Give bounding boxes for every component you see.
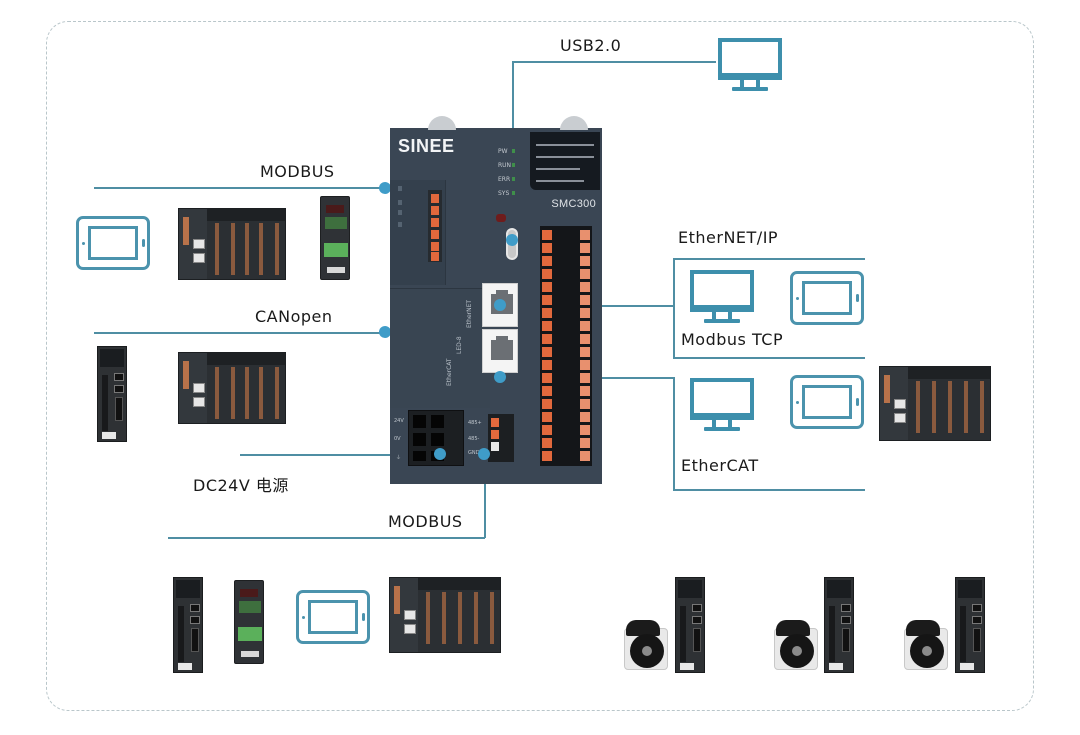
ethernet-ip-box-left — [673, 258, 675, 358]
modbus-top-inverter — [320, 196, 350, 280]
rs485-connector — [488, 414, 514, 462]
modbus-top-port-dot — [379, 182, 391, 194]
ethernet-ip-monitor-icon — [686, 270, 758, 326]
usb-monitor-icon — [714, 38, 786, 94]
diagram-frame — [46, 21, 1034, 711]
bottom-inverter — [234, 580, 264, 664]
bottom-plc-rack — [389, 577, 501, 653]
canopen-terminal — [428, 190, 442, 262]
ethernet-port-label: EtherNET — [466, 299, 473, 328]
rs485-port-dot — [478, 448, 490, 460]
ethernet-ip-tablet-icon — [790, 271, 864, 325]
ethernet-port-dot — [494, 299, 506, 311]
ethercat-plc-rack — [879, 366, 991, 441]
canopen-label: CANopen — [255, 307, 333, 326]
modbus-top-plc-rack — [178, 208, 286, 280]
ethercat-port-dot — [494, 371, 506, 383]
servo-motor-2 — [772, 618, 820, 670]
rs485-pin-minus: 485- — [468, 436, 480, 442]
ethercat-box-bottom — [673, 489, 865, 491]
usb-port-dot — [506, 234, 518, 246]
modbus-top-tablet-icon — [76, 216, 150, 270]
modbus-bottom-label: MODBUS — [388, 512, 463, 531]
servo-drive-1 — [675, 577, 705, 673]
controller-model: SMC300 — [551, 198, 596, 210]
power-port-dot — [434, 448, 446, 460]
led-label: LED-8 — [456, 336, 463, 354]
usb-label: USB2.0 — [560, 36, 622, 55]
canopen-port-dot — [379, 326, 391, 338]
canopen-servo-drive — [97, 346, 127, 442]
power-label: DC24V 电源 — [193, 476, 289, 495]
modbus-top-line — [94, 187, 400, 189]
power-pin-0v: 0V — [394, 436, 401, 442]
modbus-bottom-line-vertical — [484, 454, 486, 538]
led-label-err: ERR — [498, 176, 511, 183]
ethercat-port — [482, 329, 518, 373]
canopen-plc-rack — [178, 352, 286, 424]
ethercat-label: EtherCAT — [681, 456, 759, 475]
rs485-pin-plus: 485+ — [468, 420, 482, 426]
ethercat-box-left — [673, 377, 675, 490]
modbus-tcp-label: Modbus TCP — [681, 330, 784, 349]
usb-line — [512, 61, 716, 63]
ethercat-monitor-icon — [686, 378, 758, 434]
rs485-pin-gnd: GND — [468, 450, 480, 456]
controller-brand: SINEE — [398, 136, 455, 156]
ethernet-ip-box-top — [673, 258, 865, 260]
modbus-bottom-line — [168, 537, 485, 539]
servo-motor-1 — [622, 618, 670, 670]
servo-drive-3 — [955, 577, 985, 673]
ethernet-ip-box-bottom — [673, 357, 865, 359]
led-label-pw: PW — [498, 148, 508, 155]
led-label-sys: SYS — [498, 190, 510, 197]
bottom-tablet-icon — [296, 590, 370, 644]
bottom-servo-drive — [173, 577, 203, 673]
canopen-line — [94, 332, 400, 334]
power-line — [240, 454, 440, 456]
io-terminal-block — [540, 226, 592, 466]
power-pin-ground: ⏚ — [396, 455, 402, 461]
controller-io-panel — [530, 132, 600, 190]
ethercat-port-label: EtherCAT — [446, 358, 453, 386]
run-stop-switch — [496, 214, 506, 222]
power-pin-24v: 24V — [394, 418, 404, 424]
led-label-run: RUN — [498, 162, 512, 169]
ethercat-tablet-icon — [790, 375, 864, 429]
servo-drive-2 — [824, 577, 854, 673]
modbus-top-label: MODBUS — [260, 162, 335, 181]
ethernet-ip-label: EtherNET/IP — [678, 228, 779, 247]
servo-motor-3 — [902, 618, 950, 670]
